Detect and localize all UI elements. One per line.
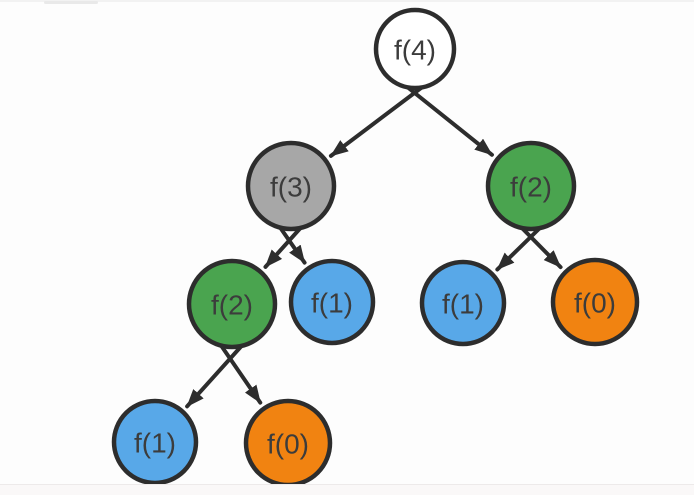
tree-node-f2l: f(2) [186, 258, 278, 350]
tree-node-f0b: f(0) [243, 398, 333, 488]
node-circle-f2l [186, 258, 278, 350]
tree-node-f0a: f(0) [550, 257, 640, 347]
tree-node-f1a: f(1) [288, 258, 376, 346]
edge-f2l-f0b [216, 339, 263, 405]
top-hairline [0, 0, 694, 2]
node-label-f1c: f(1) [134, 428, 176, 459]
node-label-f0b: f(0) [267, 429, 309, 460]
node-circle-f2r [485, 140, 577, 232]
tree-node-f2r: f(2) [485, 140, 577, 232]
node-label-f2r: f(2) [510, 172, 552, 203]
top-hairline-segment [44, 1, 98, 4]
tree-node-f1c: f(1) [111, 398, 199, 486]
bottom-edge-strip [0, 484, 694, 495]
tree-node-f4: f(4) [373, 7, 457, 91]
node-circle-f1c [111, 398, 199, 486]
edge-f4-f3 [328, 80, 431, 158]
tree-edges [185, 80, 563, 409]
node-label-f3: f(3) [270, 172, 312, 203]
node-circle-f0a [550, 257, 640, 347]
tree-nodes: f(4) f(3) f(2) f(2) f(1) f(1) f(0) f(1) f(0) [111, 7, 640, 488]
node-label-f1b: f(1) [442, 289, 484, 320]
node-label-f1a: f(1) [311, 288, 353, 319]
node-label-f2l: f(2) [211, 290, 253, 321]
tree-node-f1b: f(1) [419, 259, 507, 347]
node-circle-f3 [245, 140, 337, 232]
node-circle-f1a [288, 258, 376, 346]
tree-node-f3: f(3) [245, 140, 337, 232]
node-label-f4: f(4) [394, 35, 436, 66]
node-circle-f4 [373, 7, 457, 91]
edge-f4-f2r [399, 80, 494, 157]
node-label-f0a: f(0) [574, 288, 616, 319]
edge-f2l-f1c [185, 339, 248, 409]
node-circle-f1b [419, 259, 507, 347]
